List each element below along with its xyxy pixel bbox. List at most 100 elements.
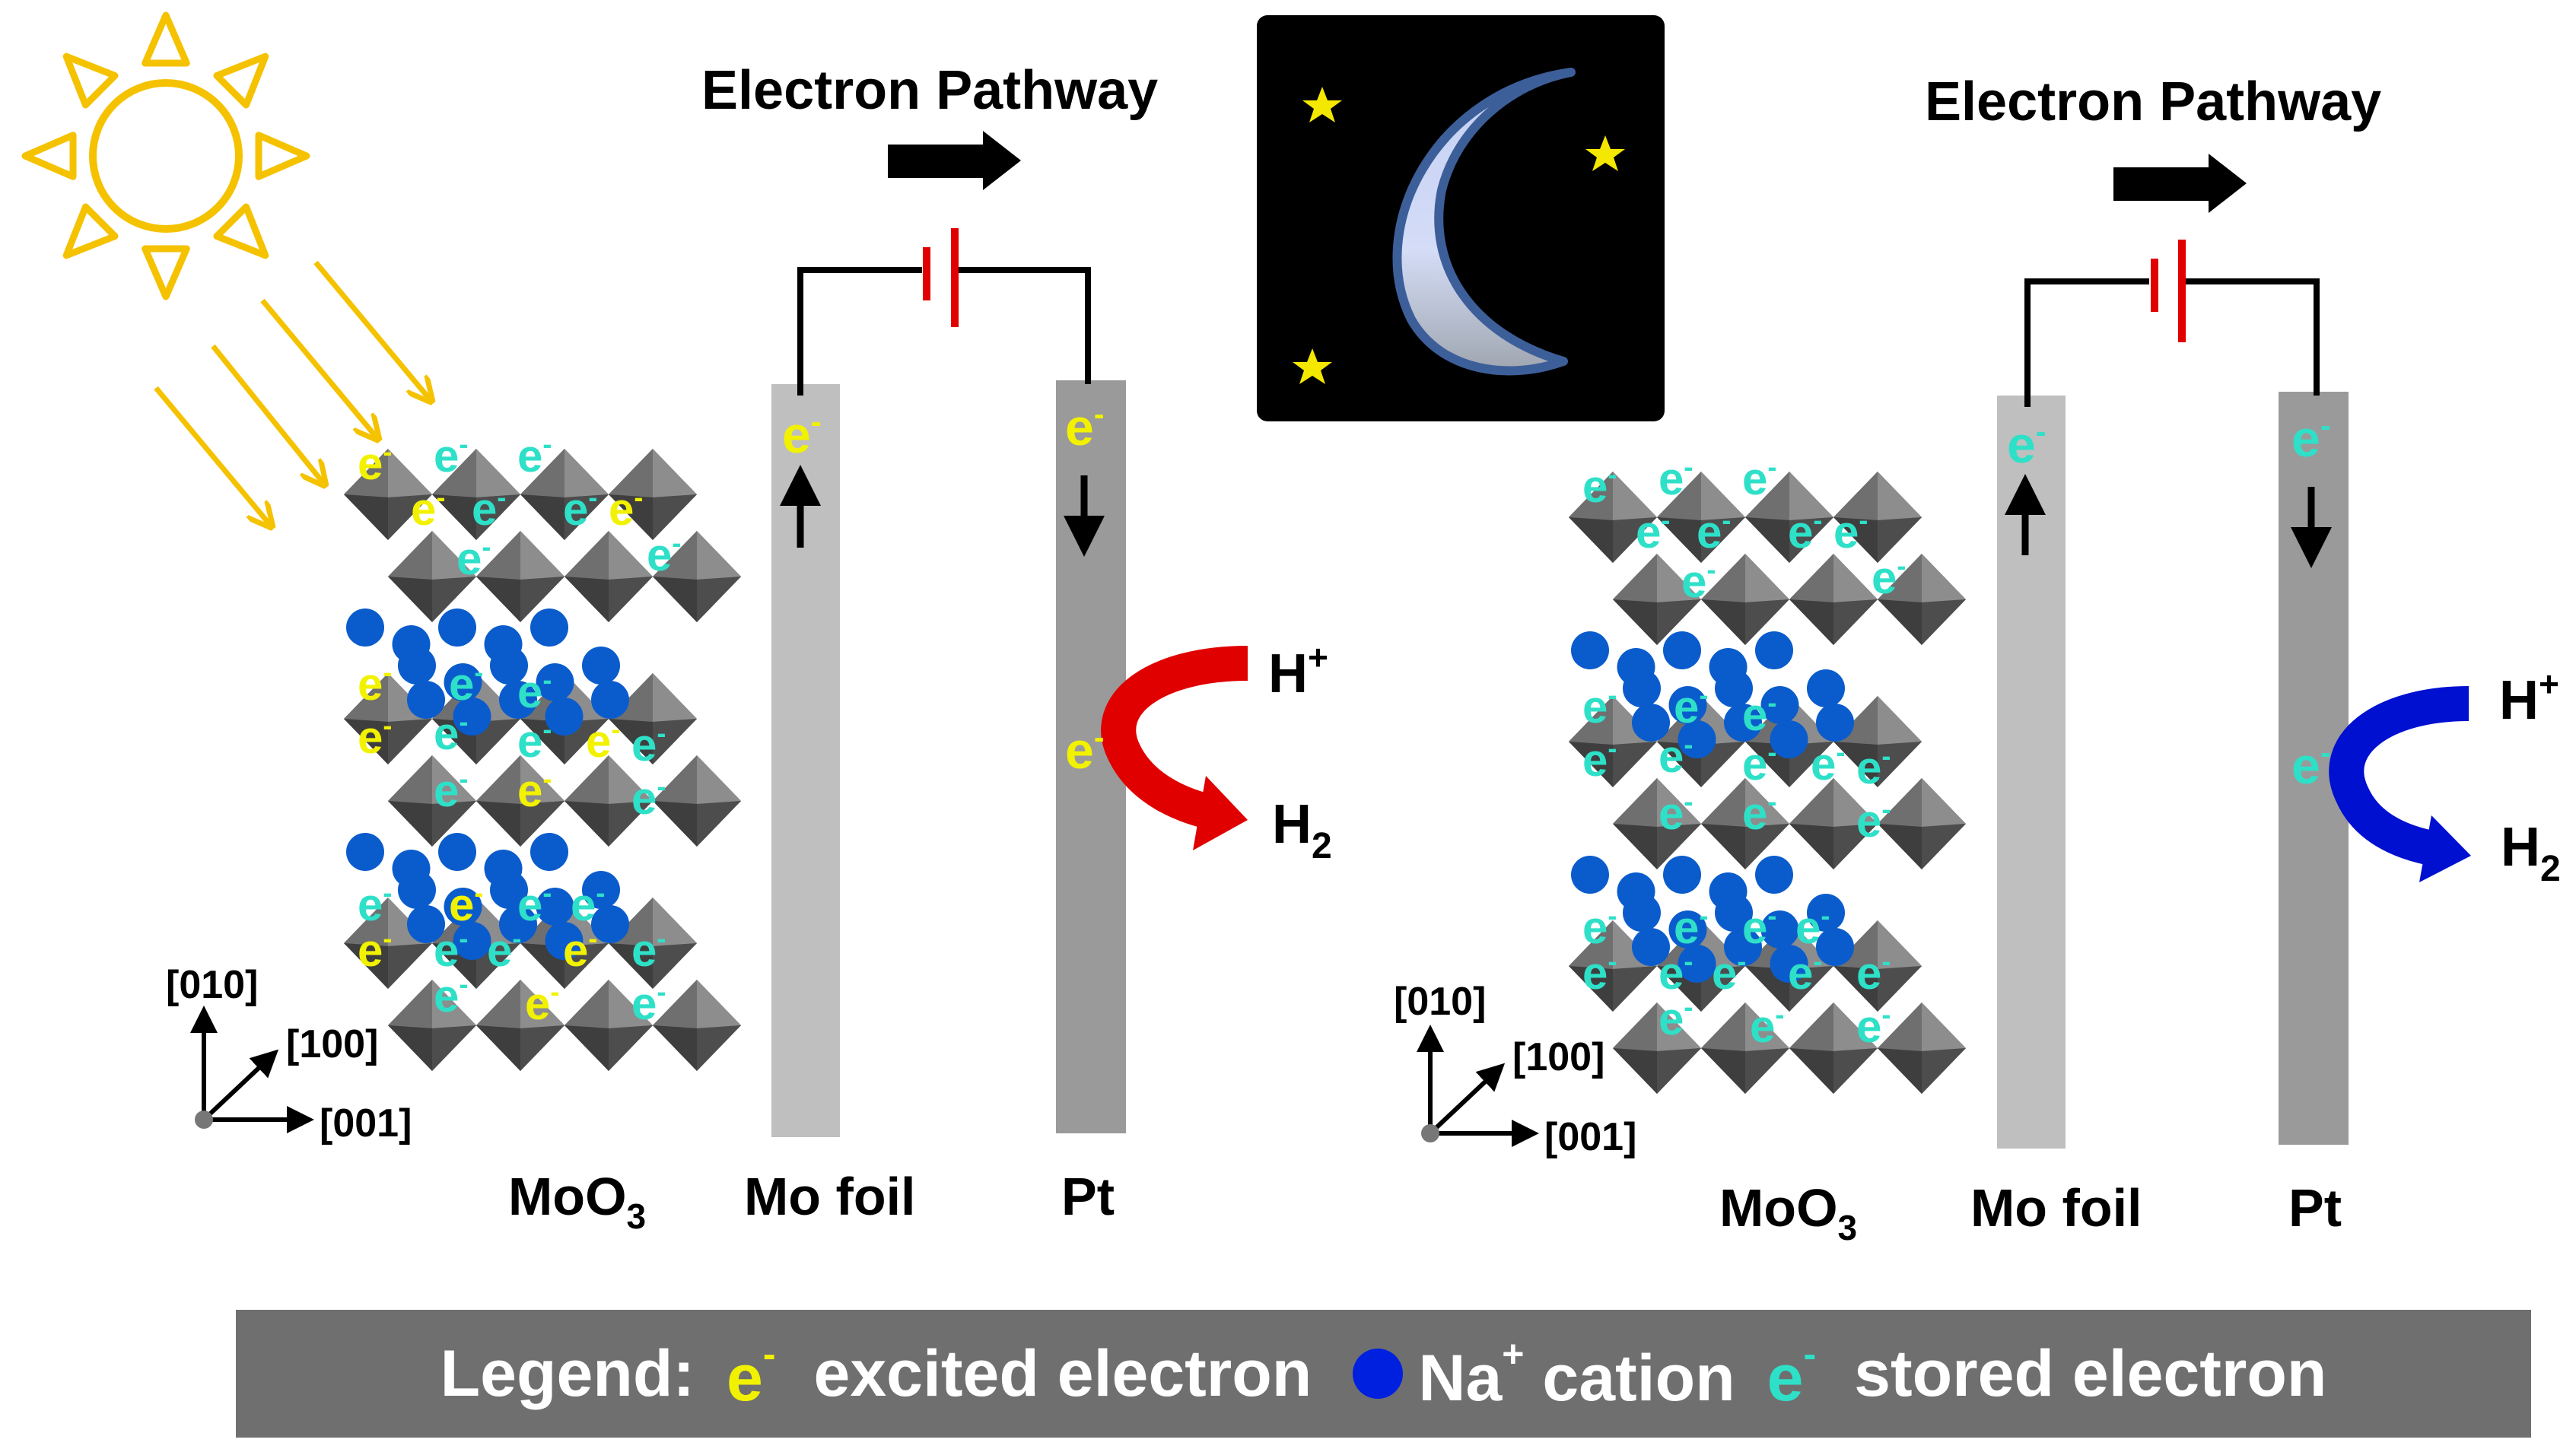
excited-electron: e- xyxy=(449,877,483,930)
arrow-icon xyxy=(888,131,1021,190)
na-cation xyxy=(1770,720,1808,758)
stored-electron: e- xyxy=(1750,999,1784,1052)
night-panel xyxy=(1257,15,1665,421)
right-axes-origin xyxy=(1421,1124,1439,1142)
na-cation xyxy=(1755,631,1793,669)
left-proton-label: H+ xyxy=(1268,637,1328,704)
na-cation xyxy=(444,888,482,926)
moo6-octahedron xyxy=(1878,1003,1966,1094)
na-cation xyxy=(1663,856,1701,894)
stored-electron: e- xyxy=(434,968,468,1022)
na-cation xyxy=(1816,928,1854,966)
sun-icon xyxy=(21,11,310,300)
na-cation xyxy=(1770,945,1808,983)
stored-electron: e- xyxy=(1582,900,1617,953)
na-cation xyxy=(1760,686,1799,724)
na-cation xyxy=(1760,910,1799,949)
arrow-icon xyxy=(2113,154,2247,213)
right-hydrogen-evolution-arrow xyxy=(2329,686,2471,882)
na-cation xyxy=(1755,856,1793,894)
left-circuit-wire xyxy=(797,267,1091,396)
battery-icon xyxy=(923,228,959,327)
stored-electron: e- xyxy=(1856,945,1891,999)
sun-ray xyxy=(62,52,119,109)
na-cation xyxy=(1816,704,1854,742)
left-axis-010: [010] xyxy=(166,963,258,1007)
na-cation xyxy=(536,888,574,926)
stored-electron: e- xyxy=(2291,735,2330,795)
moon-icon xyxy=(1392,68,1576,376)
stored-electron: e- xyxy=(2291,408,2330,468)
stored-electron: e- xyxy=(1658,945,1693,999)
star-icon xyxy=(1293,348,1332,384)
sun-ray xyxy=(213,203,269,259)
right-electrode-electrons: e-e-e- xyxy=(2007,408,2330,795)
na-cation xyxy=(453,697,491,736)
stored-electron: e- xyxy=(434,706,468,759)
na-cation xyxy=(1715,894,1753,932)
left-axes-origin xyxy=(195,1111,213,1129)
na-cation xyxy=(1807,894,1845,932)
na-cation xyxy=(582,647,620,685)
left-moo3-label: MoO3 xyxy=(508,1167,646,1236)
stored-electron: e- xyxy=(1788,945,1822,999)
left-axis-100: [100] xyxy=(286,1022,378,1066)
stored-electron: e- xyxy=(517,877,552,930)
legend-excited-electron-symbol: e- xyxy=(727,1332,776,1415)
na-cation xyxy=(1678,945,1716,983)
right-mo-foil-electrode xyxy=(1997,396,2066,1149)
left-mo-foil-label: Mo foil xyxy=(744,1167,915,1226)
na-cation xyxy=(1807,669,1845,707)
star-icon xyxy=(1302,87,1342,122)
na-cation xyxy=(545,697,584,736)
sun-ray xyxy=(213,52,269,109)
legend-bar: Legend: e- excited electron Na+ cation e… xyxy=(236,1310,2531,1438)
na-cation xyxy=(1663,631,1701,669)
stored-electron: e- xyxy=(571,877,605,930)
na-cation xyxy=(438,833,476,871)
stored-electron: e- xyxy=(1742,786,1776,839)
right-moo3-crystal: e-e-e-e-e-e-e-e-e-e-e-e-e-e-e-e-e-e-e-e-… xyxy=(1569,451,1966,1094)
moo6-octahedron xyxy=(1878,778,1966,869)
stored-electron: e- xyxy=(449,656,483,710)
stored-electron: e- xyxy=(1856,740,1891,793)
legend-stored-electron-symbol: e- xyxy=(1767,1332,1817,1415)
right-proton-label: H+ xyxy=(2499,664,2559,731)
sun-ray xyxy=(21,132,77,180)
na-cation xyxy=(591,681,629,719)
na-cation xyxy=(398,647,436,685)
stored-electron: e- xyxy=(1658,991,1693,1044)
na-cation xyxy=(1632,928,1670,966)
stored-electron: e- xyxy=(1658,729,1693,782)
na-cation xyxy=(545,922,584,960)
excited-electron: e- xyxy=(609,481,643,535)
left-pt-label: Pt xyxy=(1061,1167,1115,1226)
stored-electron: e- xyxy=(1788,504,1822,558)
excited-electron: e- xyxy=(563,923,597,976)
moo6-octahedron xyxy=(653,980,741,1071)
na-cation xyxy=(346,609,384,647)
right-hydrogen-label: H2 xyxy=(2501,817,2561,889)
stored-electron: e- xyxy=(1856,793,1891,847)
na-cation xyxy=(499,681,537,719)
stored-electron: e- xyxy=(1742,687,1776,740)
legend-na-cation-label: Na+ cation xyxy=(1418,1332,1735,1415)
right-mo-foil-label: Mo foil xyxy=(1970,1178,2142,1238)
na-cation xyxy=(591,905,629,943)
star-icon xyxy=(1585,135,1625,171)
stored-electron: e- xyxy=(631,771,666,824)
stored-electron: e- xyxy=(1658,451,1693,504)
legend-na-cation-dot xyxy=(1353,1349,1404,1399)
excited-electron: e- xyxy=(586,713,620,767)
left-moo3-crystal: e-e-e-e-e-e-e-e-e-e-e-e-e-e-e-e-e-e-e-e-… xyxy=(344,428,741,1071)
stored-electron: e- xyxy=(517,664,552,717)
stored-electron: e- xyxy=(1742,900,1776,953)
stored-electron: e- xyxy=(434,428,468,481)
right-axis-001: [001] xyxy=(1544,1115,1636,1159)
sun-ray xyxy=(142,11,190,67)
stored-electron: e- xyxy=(487,923,521,976)
sun-ray xyxy=(142,245,190,300)
stored-electron: e- xyxy=(1582,732,1617,786)
stored-electron: e- xyxy=(1582,679,1617,732)
